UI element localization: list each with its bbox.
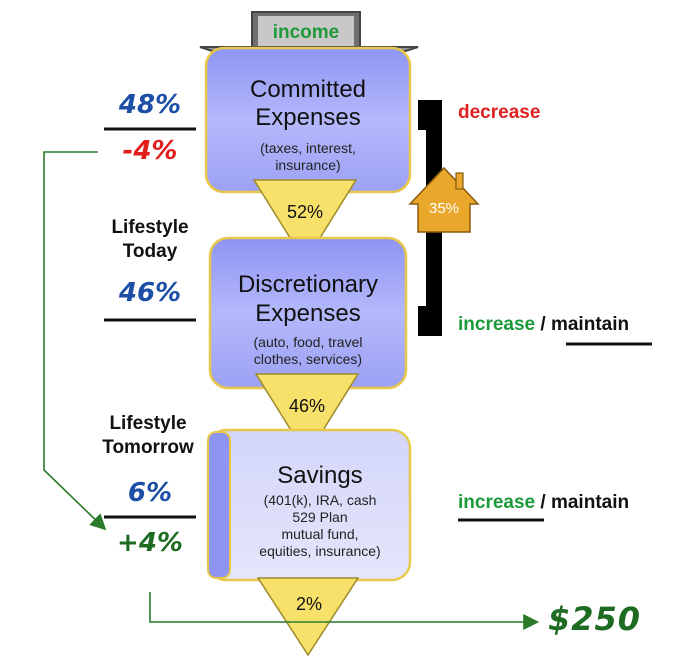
flow-funnel-46 (254, 373, 360, 458)
result-arrow (149, 592, 540, 630)
increase-label-2: increase (458, 492, 536, 513)
savings-detail-line4: equities, insurance) (259, 543, 381, 559)
increase-label-1: increase (458, 314, 536, 335)
flow-46-label: 46% (288, 396, 326, 416)
lifestyle-today-line2: Today (122, 241, 178, 262)
savings-value: 6% (127, 478, 173, 508)
slash-2: / (535, 492, 551, 513)
lifestyle-tomorrow-line2: Tomorrow (102, 437, 194, 458)
flow-funnel-2 (256, 577, 360, 657)
income-label: income (272, 22, 340, 43)
discretionary-title-line2: Expenses (255, 300, 361, 327)
committed-title-line2: Expenses (255, 104, 361, 131)
transfer-arrow (43, 151, 107, 531)
savings-change: +4% (117, 528, 183, 558)
discretionary-title-line1: Discretionary (237, 271, 379, 298)
committed-value: 48% (118, 90, 182, 120)
discretionary-value: 46% (118, 278, 182, 308)
discretionary-title: Discretionary Expenses (210, 270, 406, 328)
flow-52-label: 52% (286, 202, 324, 222)
committed-title: Committed Expenses (206, 76, 410, 132)
result-amount: $250 (548, 600, 642, 638)
discretionary-detail-line2: clothes, services) (253, 351, 363, 367)
discretionary-detail: (auto, food, travel clothes, services) (210, 334, 406, 368)
savings-detail-line1: (401(k), IRA, cash (263, 492, 377, 508)
decrease-label: decrease (458, 102, 541, 123)
savings-detail-line2: 529 Plan (292, 509, 348, 525)
savings-detail: (401(k), IRA, cash 529 Plan mutual fund,… (230, 492, 410, 560)
house-percent-label: 35% (428, 200, 460, 217)
discretionary-detail-line1: (auto, food, travel (253, 334, 363, 350)
slash-1: / (535, 314, 551, 335)
lifestyle-tomorrow-line1: Lifestyle (109, 413, 187, 434)
savings-box (206, 428, 412, 582)
house-icon (408, 166, 480, 233)
increase-maintain-1: increase / maintain (458, 314, 629, 336)
savings-title: Savings (277, 462, 363, 489)
maintain-label-2: maintain (550, 492, 630, 513)
savings-detail-line3: mutual fund, (281, 526, 359, 542)
flow-funnel-52 (252, 179, 358, 264)
committed-detail: (taxes, interest, insurance) (206, 140, 410, 174)
committed-detail-line1: (taxes, interest, (260, 140, 356, 156)
committed-detail-line2: insurance) (275, 157, 341, 173)
flow-2-label: 2% (295, 594, 322, 614)
lifestyle-today-line1: Lifestyle (111, 217, 189, 238)
lifestyle-tomorrow-label: Lifestyle Tomorrow (86, 412, 210, 460)
increase-maintain-2: increase / maintain (458, 492, 629, 514)
lifestyle-today-label: Lifestyle Today (90, 216, 210, 264)
maintain-label-1: maintain (550, 314, 630, 335)
committed-title-line1: Committed (249, 76, 367, 103)
committed-change: -4% (122, 136, 178, 166)
